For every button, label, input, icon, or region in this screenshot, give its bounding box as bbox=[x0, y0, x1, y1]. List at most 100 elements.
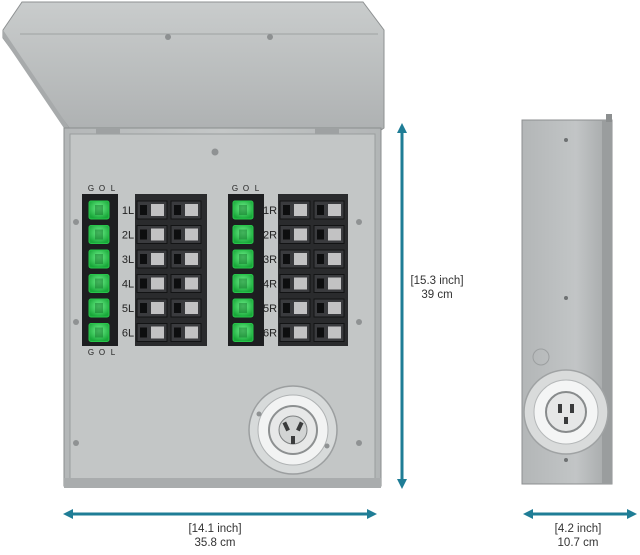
right-breaker-handle bbox=[283, 327, 290, 338]
right-breaker-handle bbox=[283, 229, 290, 240]
left-breaker-marking bbox=[151, 326, 164, 339]
left-indicator-rocker bbox=[95, 327, 103, 338]
left-breaker-handle bbox=[174, 327, 181, 338]
power-inlet-front bbox=[248, 385, 338, 475]
left-breaker-marking bbox=[151, 228, 164, 241]
right-breaker-marking bbox=[294, 326, 307, 339]
left-footer-letter: G bbox=[88, 348, 94, 357]
right-indicator-light bbox=[232, 274, 254, 293]
right-indicator-rocker bbox=[239, 254, 247, 264]
right-breaker-marking bbox=[294, 302, 307, 314]
left-indicator-light bbox=[88, 249, 110, 269]
left-circuit-label: 6L bbox=[122, 328, 134, 340]
right-indicator-rocker bbox=[239, 229, 247, 240]
left-breaker-handle bbox=[140, 205, 147, 215]
right-circuit-label: 4R bbox=[263, 279, 277, 291]
left-breaker-marking bbox=[185, 204, 198, 216]
right-breaker-marking bbox=[328, 204, 341, 216]
right-circuit-label: 3R bbox=[263, 254, 277, 266]
left-indicator-rocker bbox=[95, 278, 103, 289]
right-breaker-handle bbox=[317, 205, 324, 215]
left-indicator-rocker bbox=[95, 254, 103, 264]
right-header-letter: G bbox=[232, 184, 238, 193]
left-circuit-label: 4L bbox=[122, 279, 134, 291]
left-breaker-handle bbox=[174, 254, 181, 264]
left-breaker-marking bbox=[185, 228, 198, 241]
left-indicator-light bbox=[88, 200, 110, 220]
right-indicator-light bbox=[232, 200, 254, 220]
left-breaker-marking bbox=[185, 253, 198, 265]
width-dimension-label: [14.1 inch] 35.8 cm bbox=[180, 522, 250, 550]
right-indicator-light bbox=[232, 249, 254, 269]
left-breaker-handle bbox=[140, 229, 147, 240]
right-header-letter: L bbox=[255, 184, 260, 193]
depth-imperial: [4.2 inch] bbox=[554, 523, 602, 535]
right-breaker-handle bbox=[283, 205, 290, 215]
left-indicator-light bbox=[88, 323, 110, 342]
right-breaker-marking bbox=[294, 204, 307, 216]
left-breaker-handle bbox=[174, 205, 181, 215]
width-imperial: [14.1 inch] bbox=[188, 523, 242, 535]
left-indicator-rocker bbox=[95, 205, 103, 215]
right-breaker-marking bbox=[328, 228, 341, 241]
right-indicator-rocker bbox=[239, 278, 247, 289]
right-circuit-label: 1R bbox=[263, 205, 277, 217]
right-circuit-label: 5R bbox=[263, 303, 277, 315]
left-indicator-rocker bbox=[95, 229, 103, 240]
left-breaker-handle bbox=[140, 303, 147, 313]
left-breaker-marking bbox=[151, 204, 164, 216]
left-circuit-label: 3L bbox=[122, 254, 134, 266]
left-breaker-marking bbox=[151, 302, 164, 314]
right-breaker-marking bbox=[328, 277, 341, 290]
left-breaker-handle bbox=[140, 278, 147, 289]
enclosure-lid bbox=[2, 1, 385, 140]
left-circuit-label: 5L bbox=[122, 303, 134, 315]
depth-metric: 10.7 cm bbox=[557, 537, 599, 549]
right-indicator-light bbox=[232, 298, 254, 318]
right-circuit-label: 2R bbox=[263, 230, 277, 242]
right-circuit-label: 6R bbox=[263, 328, 277, 340]
right-indicator-light bbox=[232, 323, 254, 342]
right-breaker-handle bbox=[283, 303, 290, 313]
enclosure-side-view bbox=[521, 114, 613, 485]
left-breaker-handle bbox=[174, 229, 181, 240]
height-metric: 39 cm bbox=[421, 289, 453, 301]
right-breaker-handle bbox=[317, 278, 324, 289]
left-indicator-light bbox=[88, 225, 110, 244]
height-imperial: [15.3 inch] bbox=[410, 275, 464, 287]
right-breaker-marking bbox=[328, 253, 341, 265]
left-header-letter: L bbox=[111, 184, 116, 193]
left-breaker-marking bbox=[185, 302, 198, 314]
left-breaker-handle bbox=[140, 327, 147, 338]
left-breaker-marking bbox=[151, 253, 164, 265]
right-breaker-marking bbox=[328, 302, 341, 314]
right-breaker-handle bbox=[317, 303, 324, 313]
left-indicator-rocker bbox=[95, 303, 103, 313]
right-breaker-handle bbox=[283, 254, 290, 264]
dimension-arrows bbox=[63, 123, 637, 519]
left-breaker-marking bbox=[185, 277, 198, 290]
right-breaker-marking bbox=[294, 277, 307, 290]
left-footer-letter: L bbox=[111, 348, 116, 357]
right-breaker-handle bbox=[317, 229, 324, 240]
left-breaker-handle bbox=[140, 254, 147, 264]
left-breaker-marking bbox=[151, 277, 164, 290]
right-indicator-rocker bbox=[239, 327, 247, 338]
right-breaker-handle bbox=[317, 327, 324, 338]
left-footer-letter: O bbox=[99, 348, 105, 357]
left-header-letter: G bbox=[88, 184, 94, 193]
left-indicator-light bbox=[88, 298, 110, 318]
left-circuit-label: 2L bbox=[122, 230, 134, 242]
width-metric: 35.8 cm bbox=[194, 537, 236, 549]
right-breaker-marking bbox=[294, 228, 307, 241]
left-breaker-handle bbox=[174, 303, 181, 313]
left-indicator-light bbox=[88, 274, 110, 293]
left-breaker-marking bbox=[185, 326, 198, 339]
right-breaker-marking bbox=[328, 326, 341, 339]
left-breaker-handle bbox=[174, 278, 181, 289]
height-dimension-label: [15.3 inch] 39 cm bbox=[402, 274, 472, 302]
right-indicator-rocker bbox=[239, 205, 247, 215]
